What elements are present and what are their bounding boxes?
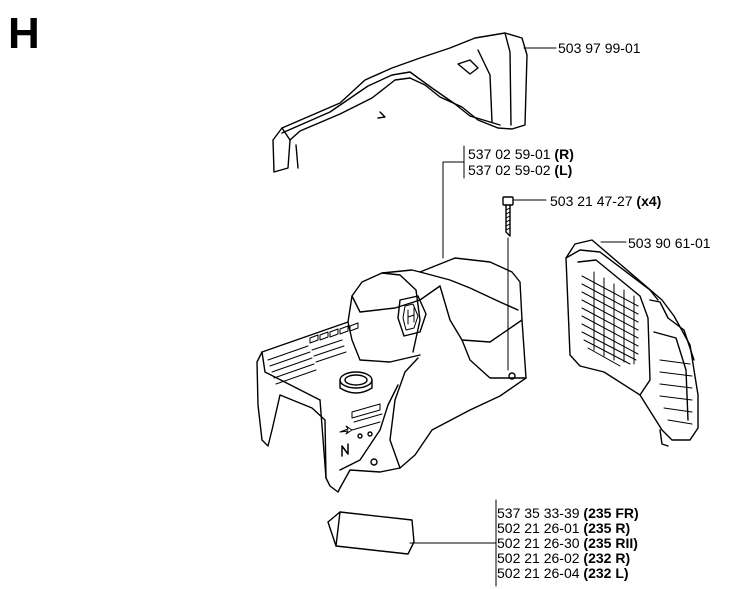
label-cylinder-cover-l: 537 02 59-02 (L) <box>468 163 572 178</box>
label-screw: 503 21 47-27 (x4) <box>550 194 661 209</box>
quantity-tag: (x4) <box>636 193 662 209</box>
section-letter: H <box>8 9 40 58</box>
model-tag: (235 R) <box>583 520 631 536</box>
decal-part <box>327 511 415 555</box>
part-number: 537 02 59-01 <box>468 146 551 162</box>
screw-part <box>502 196 514 371</box>
label-decal-4: 502 21 26-02 (232 R) <box>497 551 639 566</box>
label-air-filter-grille: 503 90 61-01 <box>628 235 711 251</box>
part-number: 503 21 47-27 <box>550 193 633 209</box>
leader-lines <box>409 47 627 587</box>
model-tag: (235 RII) <box>583 535 638 551</box>
part-number: 537 35 33-39 <box>497 506 580 521</box>
part-number: 537 02 59-02 <box>468 162 551 178</box>
decal-label-list: 537 35 33-39 (235 FR) 502 21 26-01 (235 … <box>497 506 639 589</box>
part-number: 502 21 26-04 <box>497 565 580 581</box>
model-tag: (232 L) <box>583 565 629 581</box>
label-top-cover: 503 97 99-01 <box>558 40 641 56</box>
variant-tag: (L) <box>554 162 573 178</box>
part-number: 502 21 26-01 <box>497 520 580 536</box>
label-decal-1: 537 35 33-39 (235 FR) <box>497 506 639 521</box>
label-decal-5: 502 21 26-04 (232 L) <box>497 566 639 581</box>
model-tag: (232 R) <box>583 550 631 566</box>
part-number: 502 21 26-30 <box>497 535 580 551</box>
label-decal-2: 502 21 26-01 (235 R) <box>497 521 639 536</box>
model-tag: (235 FR) <box>583 506 639 521</box>
variant-tag: (R) <box>554 146 574 162</box>
part-number: 502 21 26-02 <box>497 550 580 566</box>
air-filter-grille-part <box>565 239 699 447</box>
label-decal-3: 502 21 26-30 (235 RII) <box>497 536 639 551</box>
cylinder-cover-part <box>256 257 527 493</box>
label-cylinder-cover-r: 537 02 59-01 (R) <box>468 147 574 162</box>
top-cover-part <box>272 32 528 173</box>
